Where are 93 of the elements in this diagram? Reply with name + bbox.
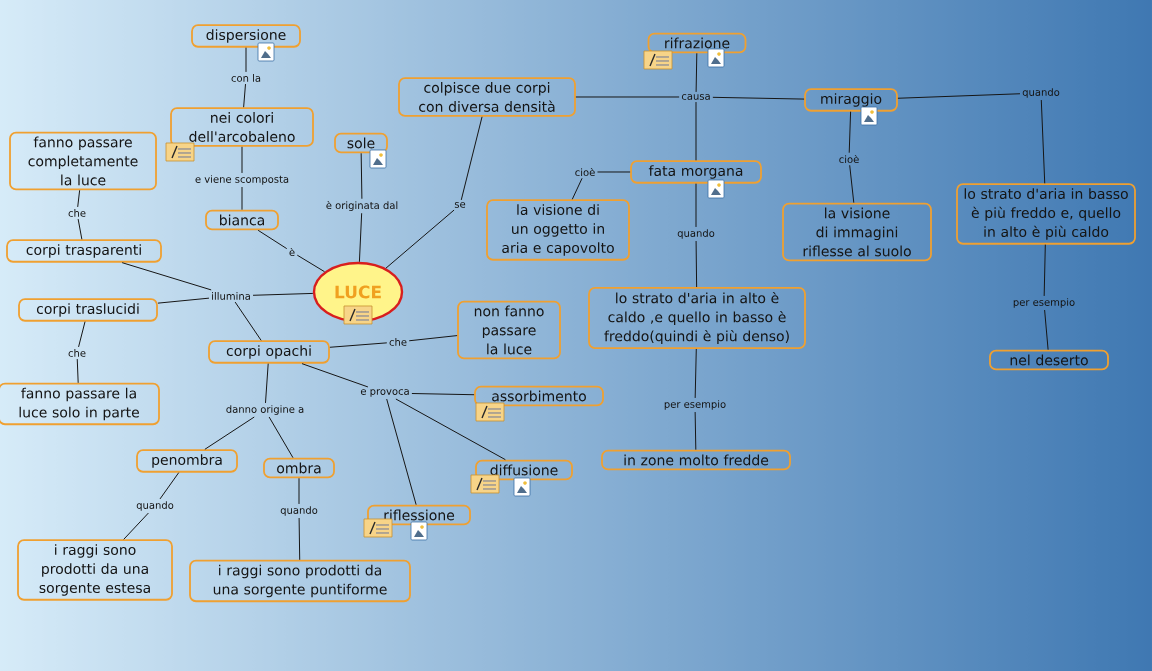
connector-line [386,398,417,506]
concept-box: corpi trasparenti [6,239,162,263]
concept-box: bianca [205,209,279,231]
concept-box: sole [334,132,388,154]
connector-line [571,177,583,200]
concept-box: colpisce due corpi con diversa densità [398,77,576,117]
concept-box: non fanno passare la luce [457,300,561,360]
connector-line [712,96,805,100]
connector-line [298,477,300,505]
connector-line [694,411,697,451]
connector-line [77,218,83,240]
concept-box: lo strato d'aria in alto è caldo ,e quello in basso è freddo(quindi è più denso) [588,287,806,349]
concept-box: fata morgana [630,160,762,184]
concept-box: nel deserto [989,349,1109,371]
connector-line [245,47,247,73]
connector-line [411,393,475,396]
concept-box: riflessione [367,504,471,526]
concept-box: nei colori dell'arcobaleno [170,107,314,147]
connector-line [241,146,243,174]
linking-phrase: se [454,202,466,208]
connector-line [234,301,262,341]
linking-phrase: e provoca [360,389,409,397]
concept-box: i raggi sono prodotti da una sorgente estesa [17,539,173,601]
linking-phrase: causa [681,94,710,100]
connector-line [329,342,388,348]
connector-line [897,93,1021,99]
linking-phrase: per esempio [664,400,726,410]
concept-box: ombra [263,457,335,479]
connector-line [157,297,210,304]
connector-line [204,416,255,450]
connector-line [123,512,149,540]
linking-phrase: che [68,209,86,217]
linking-phrase: è [289,247,295,257]
connector-line [695,240,698,288]
concept-box: i raggi sono prodotti da una sorgente puntiforme [189,559,411,603]
concept-box: corpi opachi [208,340,330,364]
linking-phrase: con la [231,74,261,82]
connector-line [408,335,458,342]
concept-box: corpi traslucidi [18,298,158,322]
linking-phrase: che [68,349,86,357]
linking-phrase: e viene scomposta [195,175,289,185]
connector-line [252,292,314,296]
connector-line [268,416,294,459]
connector-line [575,96,680,98]
concept-box: dispersione [191,24,301,48]
concept-box: rifrazione [647,32,747,54]
concept-box: fanno passare completamente la luce [9,131,157,191]
concept-box: la visione di immagini riflesse al suolo [782,202,932,262]
linking-phrase: è originata dal [326,200,398,212]
linking-phrase: che [389,338,407,346]
connector-line [265,363,269,404]
connector-line [358,212,363,263]
connector-line [76,358,79,384]
linking-phrase: illumina [212,292,250,300]
linking-phrase: danno origine a [226,405,304,415]
linking-phrase: cioè [575,167,595,177]
connector-line [257,229,288,250]
connector-line [301,363,369,388]
connector-line [296,254,326,273]
connector-line [360,152,363,200]
linking-phrase: quando [280,506,318,516]
connector-line [849,164,855,204]
linking-phrase: per esempio [1013,298,1075,308]
connector-line [77,189,81,208]
connector-line [78,321,86,348]
concept-box: la visione di un oggetto in aria e capovolto [486,199,630,261]
connector-line [695,52,698,93]
connector-line [241,186,243,211]
connector-line [1043,244,1046,297]
concept-box: lo strato d'aria in basso è più freddo e, quello in alto è più caldo [956,183,1136,245]
connector-line [1040,99,1046,184]
connector-line [695,183,697,228]
connector-line [385,209,455,269]
concept-box: in zone molto fredde [601,449,791,471]
connector-line [121,262,212,291]
connector-line [597,171,631,173]
concept-box: miraggio [804,88,898,112]
linking-phrase: quando [136,501,174,511]
connector-line [1044,309,1049,351]
connector-line [243,83,246,108]
linking-phrase: quando [677,229,715,239]
linking-phrase: quando [1022,88,1060,98]
concept-box: penombra [136,449,238,473]
connector-line [460,116,483,201]
connector-line [848,111,852,154]
linking-phrase: cioè [839,154,859,164]
connector-line [695,101,697,161]
connector-line [395,398,506,461]
concept-box: fanno passare la luce solo in parte [0,382,160,426]
concept-box: assorbimento [474,385,604,407]
connector-line [159,472,180,500]
connector-line [298,517,301,561]
connector-line [694,348,697,399]
